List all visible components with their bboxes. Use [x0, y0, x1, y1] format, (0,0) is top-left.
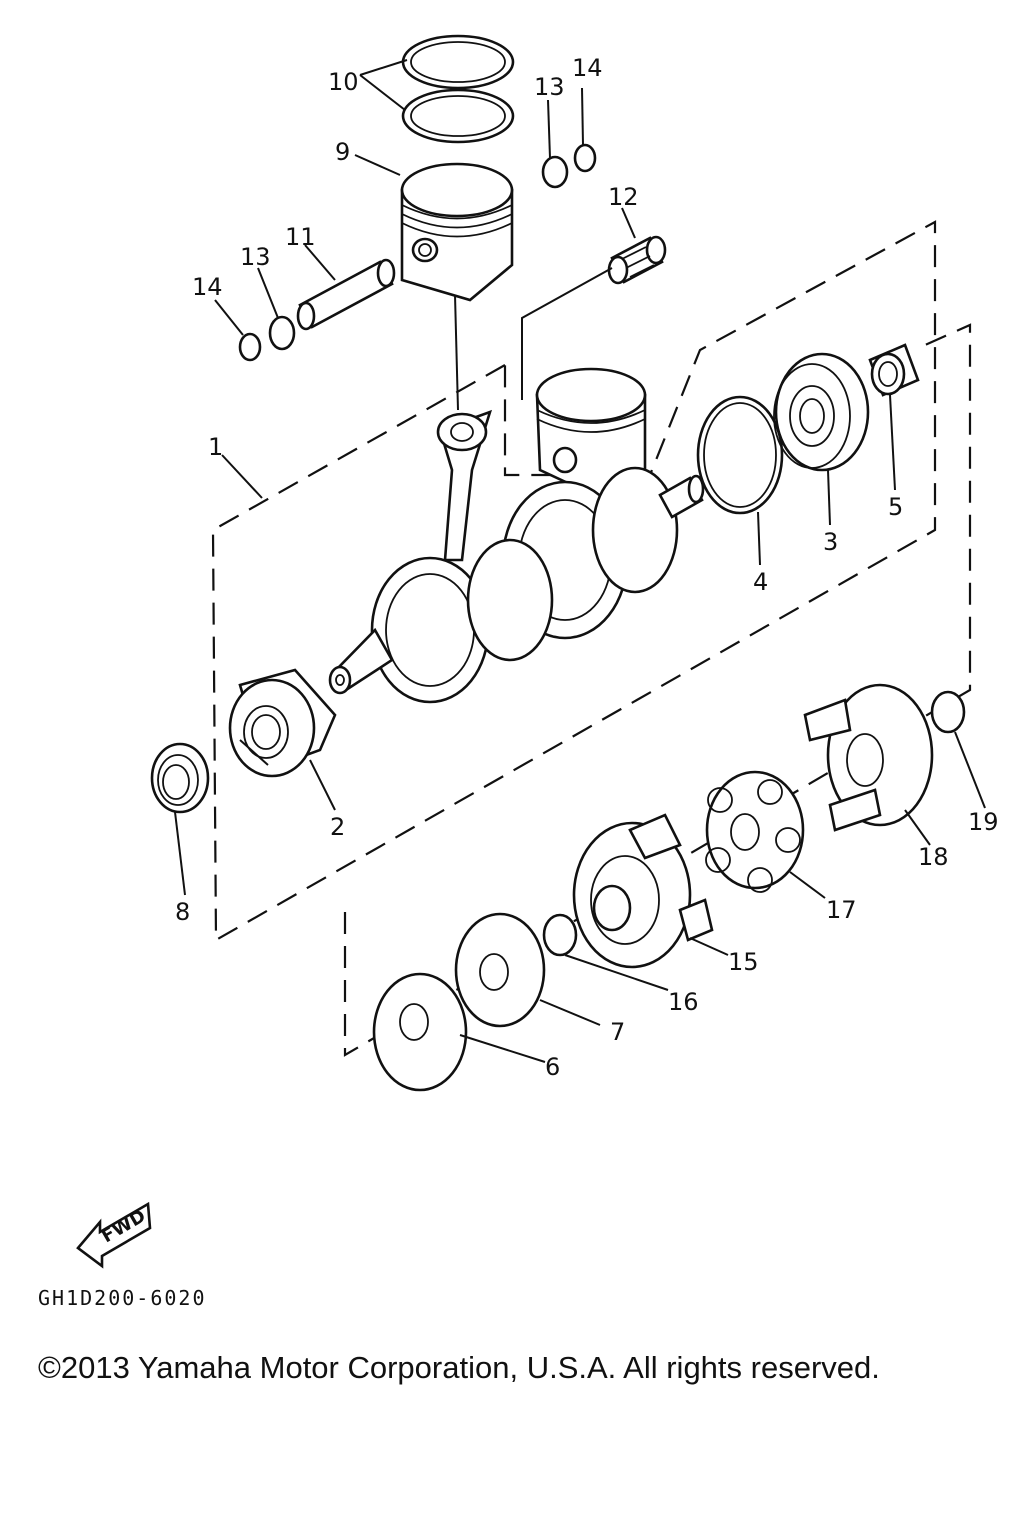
callout-17: 17 — [826, 896, 857, 924]
damper-plate — [454, 912, 546, 1028]
leader-4 — [757, 511, 761, 566]
crankshaft-assembly-outline — [211, 220, 937, 942]
circlip-left — [268, 315, 296, 351]
callout-5: 5 — [888, 493, 903, 521]
rubber-damper — [705, 770, 805, 893]
callout-13-right: 13 — [534, 73, 565, 101]
callout-10: 10 — [328, 68, 359, 96]
leader-7 — [539, 999, 601, 1026]
callout-1: 1 — [208, 433, 223, 461]
piston-ring-lower — [401, 88, 515, 144]
callout-3: 3 — [823, 528, 838, 556]
piston — [400, 162, 514, 302]
retaining-clip-left — [238, 332, 262, 362]
callout-13-left: 13 — [240, 243, 271, 271]
piston-pin — [296, 258, 396, 331]
callout-14-left: 14 — [192, 273, 223, 301]
leader-12 — [621, 207, 636, 239]
callout-2: 2 — [330, 813, 345, 841]
coupling-half-front — [572, 813, 714, 969]
leader-13-right — [547, 99, 551, 159]
callout-4: 4 — [753, 568, 768, 596]
main-bearing-left — [228, 668, 337, 778]
o-ring — [930, 690, 966, 734]
coupling-half-rear — [803, 683, 934, 832]
fwd-arrow-icon: FWD — [76, 1201, 152, 1269]
crankshaft-exploded-diagram: 10 13 14 9 12 11 13 14 1 5 3 4 2 8 19 18… — [76, 34, 999, 1269]
leader-15 — [689, 937, 729, 956]
callout-12: 12 — [608, 183, 639, 211]
leader-18 — [904, 809, 931, 846]
leader-1 — [221, 454, 263, 499]
callout-7: 7 — [610, 1018, 625, 1046]
oil-seal-left — [150, 742, 210, 814]
leader-8 — [174, 811, 186, 896]
bearing-guide-line — [521, 267, 613, 400]
needle-bearing — [607, 235, 667, 285]
leader-9 — [354, 154, 401, 176]
callout-14-right: 14 — [572, 54, 603, 82]
crankshaft — [328, 367, 705, 704]
leader-16 — [564, 954, 669, 991]
drawing-code: GH1D200-6020 — [38, 1286, 207, 1310]
main-bearing-right — [773, 352, 870, 472]
callout-6: 6 — [545, 1053, 560, 1081]
spacer-ring — [542, 913, 578, 957]
callout-15: 15 — [728, 948, 759, 976]
leader-10 — [359, 59, 408, 111]
coupling-assembly-outline — [343, 323, 972, 1057]
leader-13-left — [257, 267, 279, 319]
leader-14-left — [214, 299, 244, 336]
leader-6 — [459, 1034, 546, 1063]
leader-2 — [309, 759, 336, 811]
leader-14-right — [581, 87, 584, 146]
leader-5 — [889, 394, 896, 491]
oil-seal-ring — [696, 395, 784, 515]
callout-11: 11 — [285, 223, 316, 251]
leader-19 — [954, 731, 986, 809]
callout-16: 16 — [668, 988, 699, 1016]
callout-8: 8 — [175, 898, 190, 926]
bearing-collar — [868, 343, 920, 397]
leader-11 — [304, 244, 336, 281]
retaining-clip-right — [573, 143, 597, 173]
leader-piston-pin-hole — [239, 739, 269, 766]
collar-plate — [372, 972, 468, 1092]
callout-19: 19 — [968, 808, 999, 836]
callout-18: 18 — [918, 843, 949, 871]
copyright-notice: ©2013 Yamaha Motor Corporation, U.S.A. A… — [38, 1350, 880, 1385]
callout-9: 9 — [335, 138, 350, 166]
leader-3 — [827, 469, 831, 526]
circlip-right — [541, 155, 569, 189]
piston-ring-upper — [401, 34, 515, 90]
piston-guide-line — [454, 294, 459, 411]
leader-17 — [789, 871, 826, 899]
